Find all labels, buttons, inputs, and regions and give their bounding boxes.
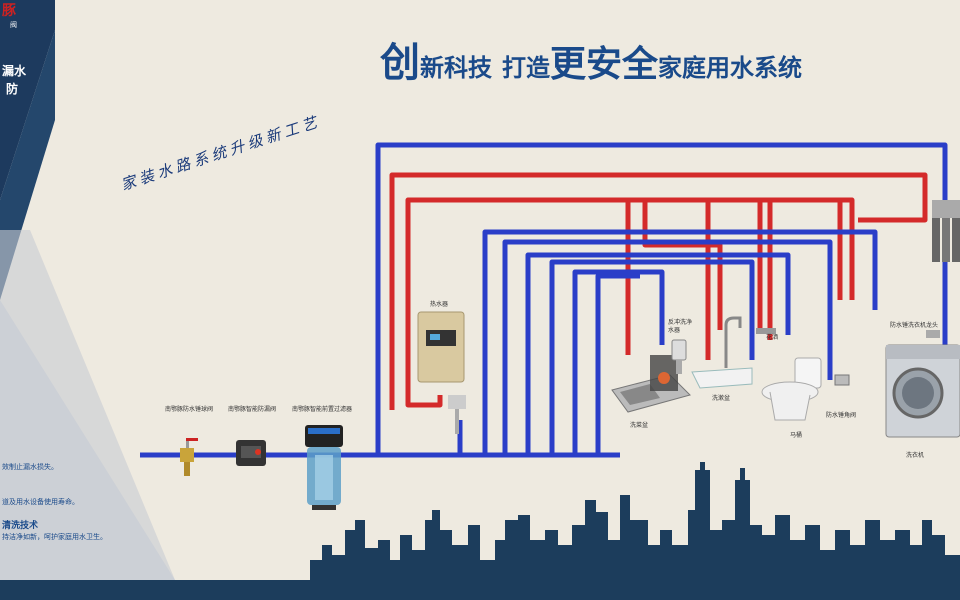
kitchen-sink bbox=[611, 355, 691, 413]
feature-4: 持洁净如新，呵护家庭用水卫生。 bbox=[2, 533, 107, 541]
title-part-5: 家庭用水系统 bbox=[658, 54, 803, 82]
prefilter bbox=[305, 425, 343, 510]
label-purifier: 反冲洗净水器 bbox=[668, 319, 693, 334]
hot-water-pipes bbox=[389, 172, 928, 410]
tag-line-1: 漏水 bbox=[2, 64, 27, 78]
label-basin: 洗漱盆 bbox=[712, 395, 731, 402]
label-toilet: 马桶 bbox=[790, 432, 803, 439]
logo-sub: 阀 bbox=[10, 21, 17, 29]
label-prefilter: 南鄂豚智能前置过滤器 bbox=[292, 406, 353, 413]
angle-valve bbox=[834, 374, 850, 386]
washing-machine bbox=[885, 344, 960, 438]
shower-mixer bbox=[756, 328, 776, 334]
title-part-3: 打造 bbox=[502, 54, 550, 82]
label-ball-valve: 南鄂豚防水锤球阀 bbox=[165, 406, 214, 413]
city-skyline bbox=[0, 462, 960, 600]
feature-2: 道及用水设备使用寿命。 bbox=[2, 498, 79, 506]
tag-line-2: 防 bbox=[6, 82, 19, 96]
label-washer: 洗衣机 bbox=[906, 452, 925, 459]
title-part-2: 新科技 bbox=[420, 54, 492, 82]
ball-valve bbox=[180, 438, 198, 476]
page-title: 创新科技打造更安全家庭用水系统 bbox=[380, 30, 802, 88]
title-part-1: 创 bbox=[380, 40, 420, 86]
washer-tap bbox=[926, 330, 940, 338]
basin bbox=[691, 316, 753, 389]
label-shower: 花洒 bbox=[766, 334, 779, 341]
label-water-heater: 热水器 bbox=[430, 301, 449, 308]
label-leak-valve: 南鄂豚智能防漏阀 bbox=[228, 406, 277, 413]
filter-cartridges bbox=[932, 200, 960, 262]
sidebar bbox=[0, 0, 175, 580]
water-purifier bbox=[671, 339, 687, 374]
logo-text: 豚 bbox=[2, 3, 16, 19]
feature-1: 效制止漏水损失。 bbox=[2, 463, 58, 471]
label-angle-valve: 防水锤角阀 bbox=[826, 412, 857, 419]
toilet bbox=[761, 357, 822, 421]
feature-3: 清洗技术 bbox=[2, 521, 39, 531]
label-washer-tap: 防水锤洗衣机龙头 bbox=[890, 322, 939, 329]
water-heater bbox=[417, 311, 466, 434]
label-kitchen-sink: 洗菜盆 bbox=[630, 422, 649, 429]
title-part-4: 更安全 bbox=[550, 44, 659, 85]
leak-valve bbox=[236, 440, 266, 466]
